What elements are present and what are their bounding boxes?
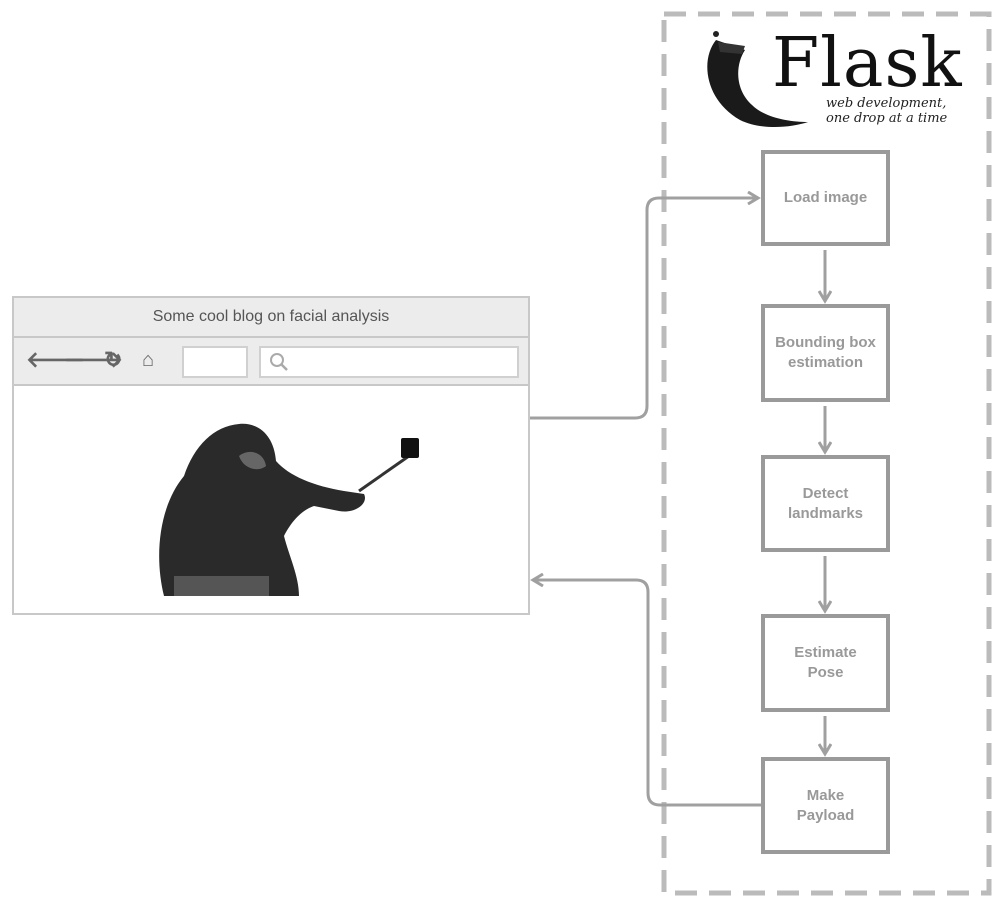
step-label: Estimate Pose <box>794 644 857 681</box>
address-input[interactable] <box>182 346 248 378</box>
tagline-line-2: one drop at a time <box>826 111 948 126</box>
request-arrow <box>530 198 758 420</box>
back-arrow-icon[interactable]: 🡐 <box>26 347 85 372</box>
step-detect-landmarks: Detect landmarks <box>761 455 890 552</box>
flask-logo-tagline: web development, one drop at a time <box>826 96 947 126</box>
browser-window: Some cool blog on facial analysis 🡐 🡒 ↻ … <box>12 296 530 615</box>
step-label: Make Payload <box>796 786 855 824</box>
gorilla-selfie-image <box>159 423 419 596</box>
search-input[interactable] <box>259 346 519 378</box>
step-label: Detect landmarks <box>787 484 864 522</box>
home-icon[interactable]: ⌂ <box>142 349 155 371</box>
step-make-payload: Make Payload <box>761 757 890 854</box>
flask-horn-icon <box>707 31 808 127</box>
search-icon <box>270 353 288 371</box>
step-label: Bounding box estimation <box>775 334 876 371</box>
browser-titlebar: Some cool blog on facial analysis <box>14 298 528 338</box>
step-load-image: Load image <box>761 150 890 246</box>
forward-arrow-icon[interactable]: 🡒 <box>64 347 123 372</box>
flask-server-boundary <box>661 11 992 896</box>
browser-title: Some cool blog on facial analysis <box>152 308 390 325</box>
browser-toolbar: 🡐 🡒 ↻ ⌂ <box>14 338 528 386</box>
step-label: Load image <box>783 189 868 206</box>
step-bounding-box: Bounding box estimation <box>761 304 890 402</box>
response-arrow <box>533 580 761 807</box>
reload-icon[interactable]: ↻ <box>104 347 123 372</box>
tagline-line-1: web development, <box>826 96 947 111</box>
step-estimate-pose: Estimate Pose <box>761 614 890 712</box>
flask-logo-title: Flask <box>772 24 963 103</box>
